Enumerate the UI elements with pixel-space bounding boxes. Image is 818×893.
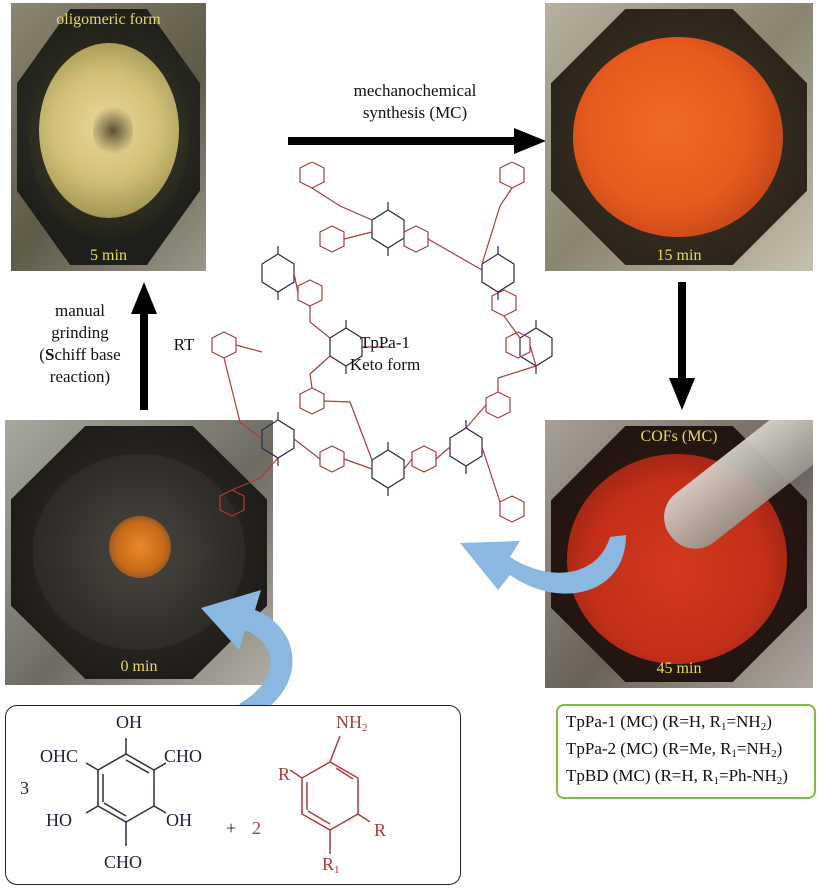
arrow-right [288,128,546,154]
photo-top-label: COFs (MC) [640,428,718,445]
cof-center-label: TpPa-1 Keto form [349,333,421,374]
tp-cho-bottom: CHO [104,852,143,872]
photo-time-label: 15 min [656,247,702,264]
tp-cho-left: OHC [40,746,79,766]
tp-cho-right: CHO [164,746,203,766]
photo-time-label: 5 min [90,247,127,264]
product-tppa2: TpPa-2 (MC) (R=Me, R1=NH2) [566,739,783,760]
pa-r-right: R [374,820,387,840]
plus-sign: + [226,818,237,838]
grinding-label: manual grinding (Schiff base reaction) [39,301,121,386]
photo-time-label: 0 min [120,658,158,675]
photo-45-min: COFs (MC) 45 min [545,420,813,688]
photo-0-min: 0 min [5,420,273,685]
tp-oh-right: OH [166,810,192,830]
pa-benzene-ring [289,735,371,854]
photo-15-min: 15 min [545,3,813,271]
pa-r1: R1 [322,854,340,876]
coefficient-3: 3 [20,778,29,798]
rt-label: RT [173,335,195,354]
arrow-up [131,282,157,410]
product-tpbd: TpBD (MC) (R=H, R1=Ph-NH2) [566,766,788,787]
tppa1-structure [211,162,553,523]
orange-reactant-pile [109,516,171,578]
photo-5-min: oligomeric form 5 min [11,3,206,271]
reactants-box: OH OHC CHO 3 HO OH CHO + 2 NH2 R R R1 [5,705,461,885]
tp-benzene-ring [86,738,166,846]
photo-time-label: 45 min [656,660,702,677]
tp-ho-left: HO [46,810,72,830]
arrow-right-label: mechanochemical synthesis (MC) [353,81,477,122]
curved-arrow-to-center [460,535,626,594]
product-tppa1: TpPa-1 (MC) (R=H, R1=NH2) [566,712,772,733]
products-box: TpPa-1 (MC) (R=H, R1=NH2) TpPa-2 (MC) (R… [556,704,816,799]
pa-r-left: R [278,764,291,784]
orange-powder [573,37,783,237]
photo-top-label: oligomeric form [56,11,161,28]
coefficient-2: 2 [252,818,261,838]
tp-oh-top: OH [116,712,142,732]
pa-nh2: NH2 [336,712,368,734]
curved-arrow-to-mortar [201,590,293,716]
arrow-down [669,282,695,410]
